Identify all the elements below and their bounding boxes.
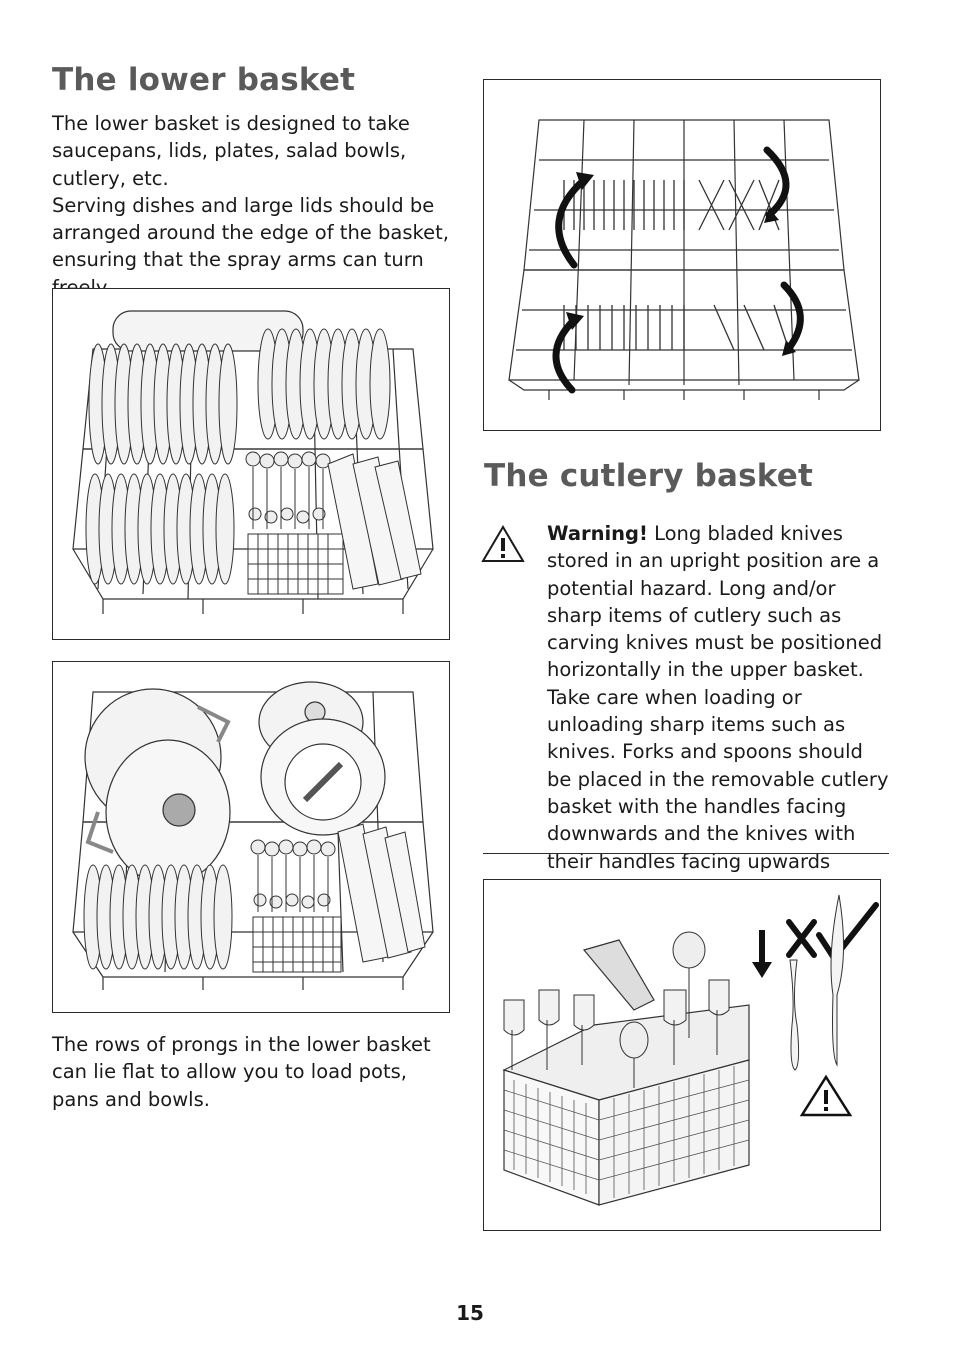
page-number: 15 xyxy=(456,1301,484,1325)
cutlery-basket-heading: The cutlery basket xyxy=(484,458,814,494)
cross-mark-icon xyxy=(786,919,817,958)
lower-basket-paragraph-2: Serving dishes and large lids should be … xyxy=(52,193,449,299)
warning-text: Warning! Long bladed knives stored in an… xyxy=(547,520,892,875)
lower-basket-heading: The lower basket xyxy=(52,62,356,98)
warning-body: Long bladed knives stored in an upright … xyxy=(547,522,889,873)
lower-basket-plates-illustration xyxy=(52,288,450,640)
folding-prongs-illustration xyxy=(483,79,881,431)
prongs-note: The rows of prongs in the lower basket c… xyxy=(52,1033,431,1111)
lower-basket-paragraph-1: The lower basket is designed to take sau… xyxy=(52,112,410,190)
section-divider xyxy=(483,853,889,854)
folding-prongs-drawing xyxy=(508,119,860,400)
lower-basket-section: The lower basket The lower basket is des… xyxy=(52,62,452,301)
lower-basket-pots-drawing xyxy=(72,681,434,990)
check-mark-icon xyxy=(816,902,879,964)
cutlery-basket-illustration xyxy=(483,879,881,1231)
lower-basket-pots-illustration xyxy=(52,661,450,1013)
warning-triangle-icon xyxy=(481,525,525,562)
lower-basket-plates-drawing xyxy=(72,310,434,614)
warning-triangle-icon xyxy=(799,1074,853,1117)
warning-label: Warning! xyxy=(547,522,648,545)
cutlery-basket-drawing xyxy=(502,894,879,1206)
